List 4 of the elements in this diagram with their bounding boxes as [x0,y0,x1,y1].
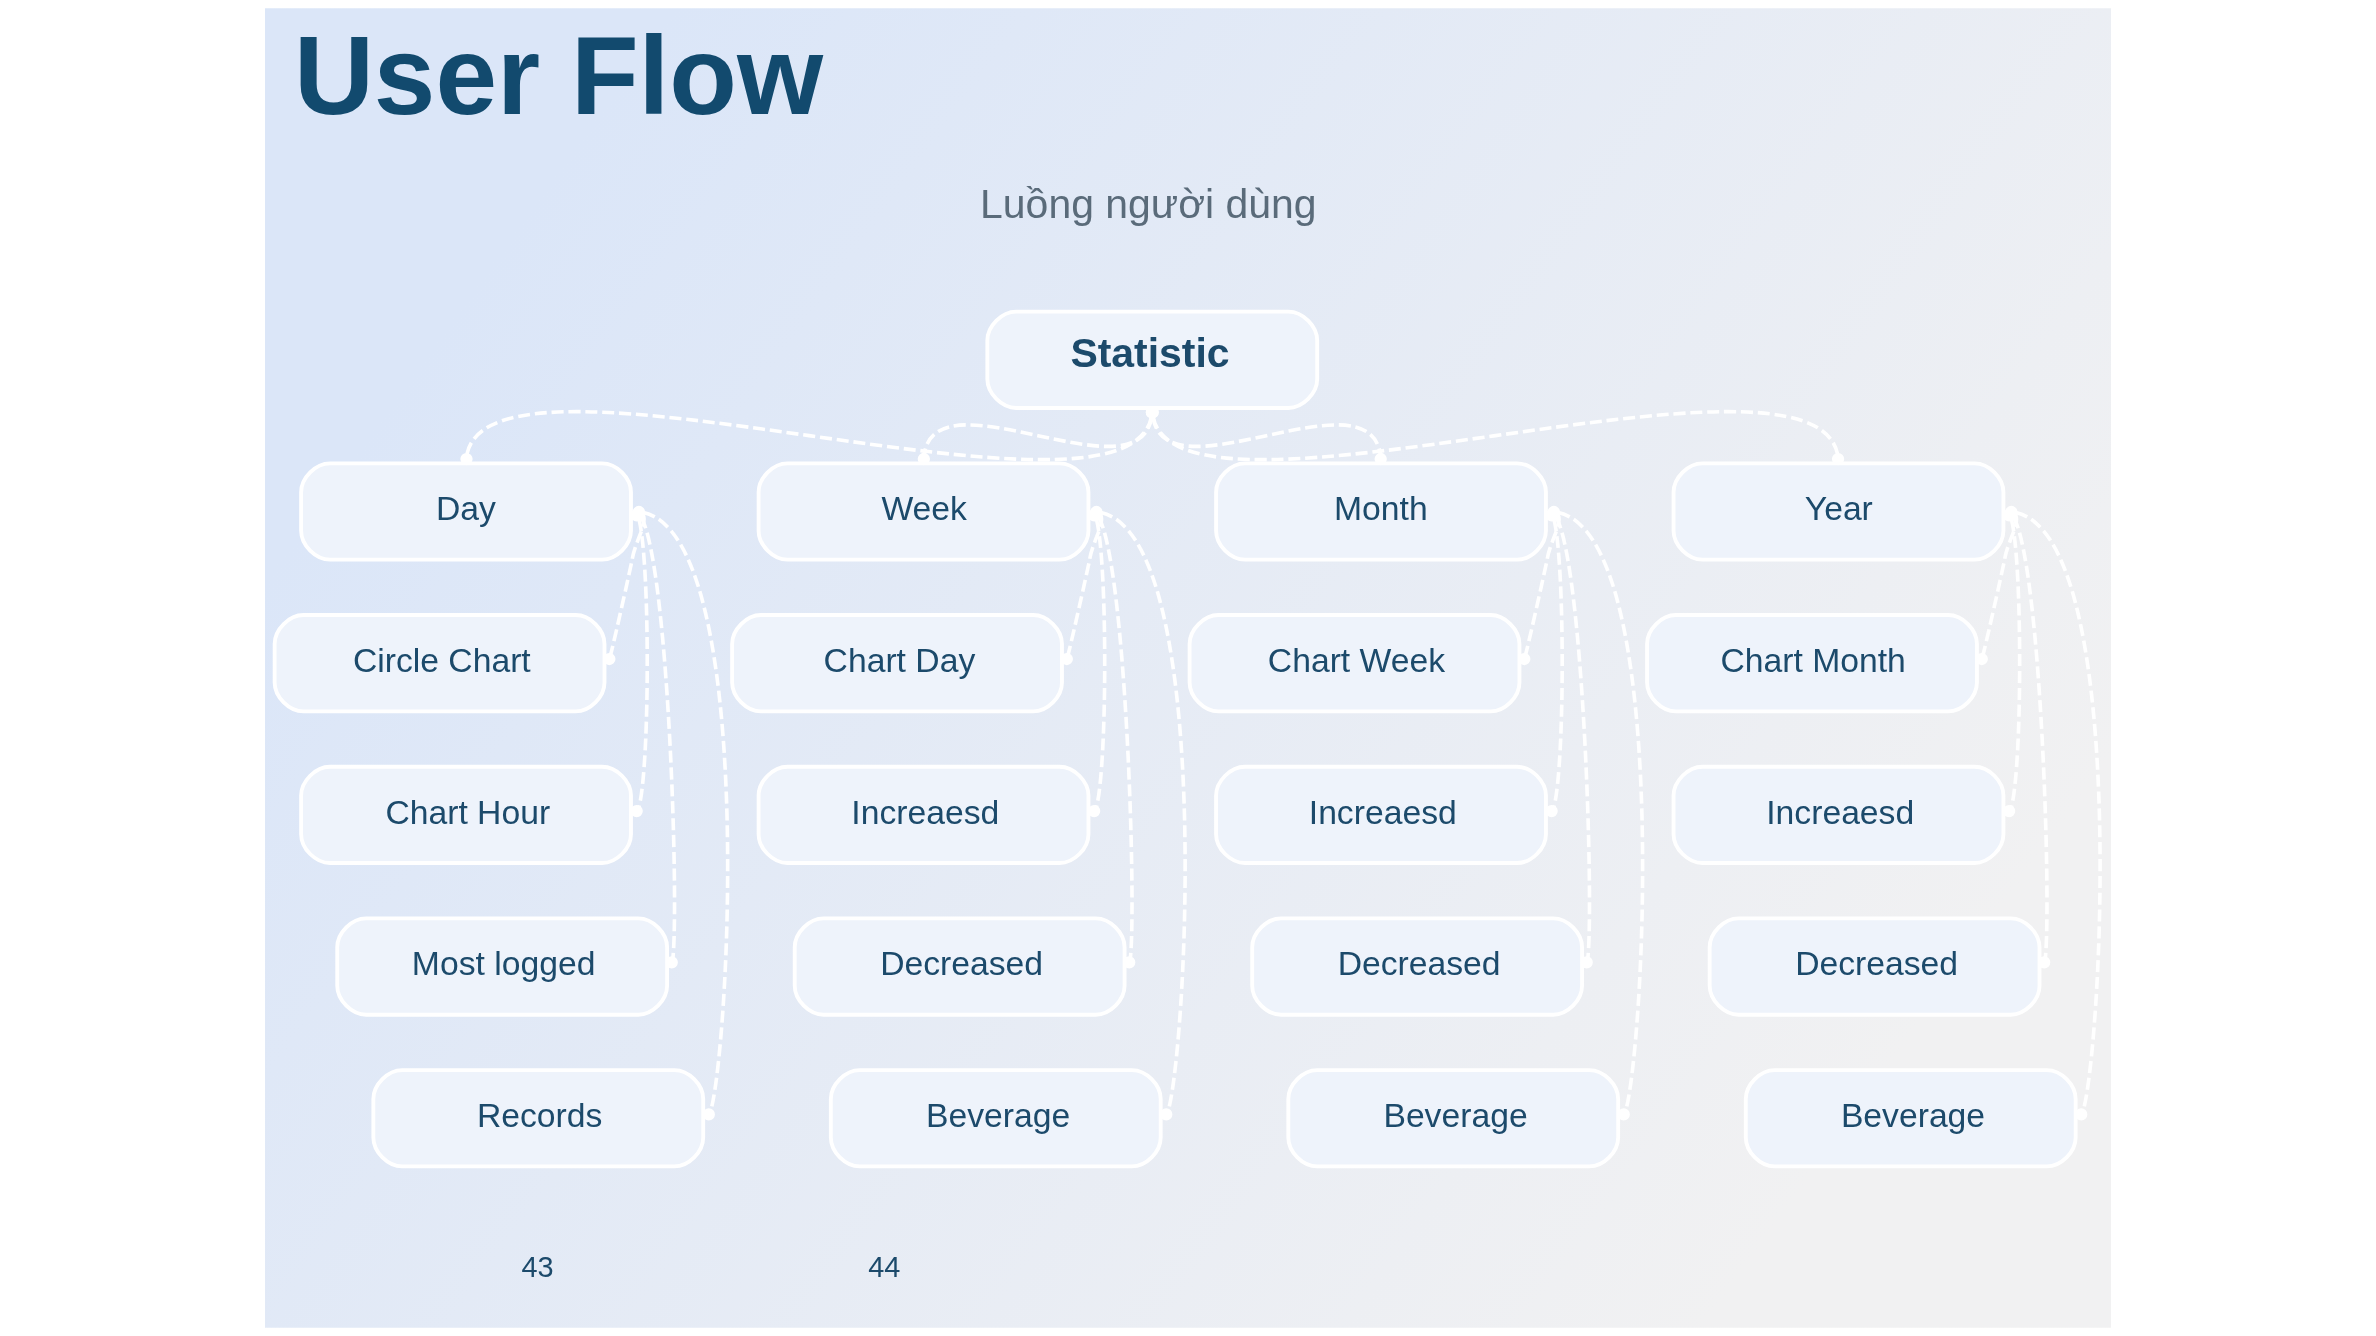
label: 43 [521,1251,554,1284]
label: Luồng người dùng [980,180,1317,227]
diagram-title: User Flow [293,13,824,137]
label: 44 [868,1251,901,1284]
